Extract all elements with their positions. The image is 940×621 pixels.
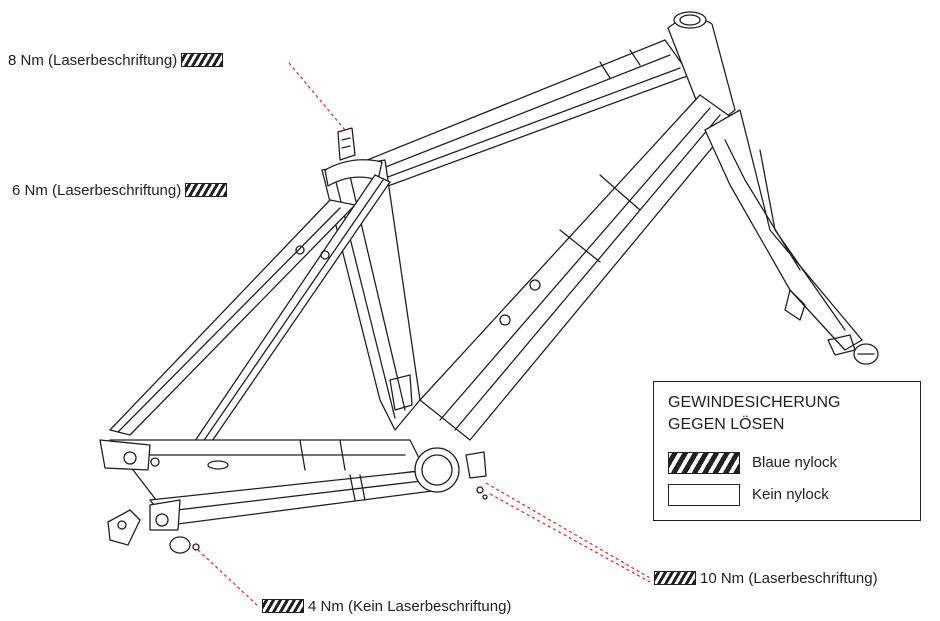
derailleur-hanger [107, 509, 141, 546]
legend-title-line1: GEWINDESICHERUNG [668, 394, 841, 411]
leader-derailleur-bolt [197, 549, 259, 607]
legend-blue-nylock-label: Blaue nylock [752, 454, 838, 471]
top-bolt-part [337, 127, 356, 161]
callout-seat-clamp: 6 Nm (Laserbeschriftung) [12, 182, 231, 200]
callout-bb-cover: 10 Nm (Laserbeschriftung) [650, 570, 878, 588]
bottom-bracket [414, 447, 460, 493]
chain-stays [109, 439, 441, 526]
legend-blank-swatch [668, 484, 740, 506]
callout-top-bolt-text: 8 Nm (Laserbeschriftung) [8, 52, 178, 69]
top-tube [329, 39, 691, 201]
callout-bb-cover-text: 10 Nm (Laserbeschriftung) [700, 570, 878, 587]
hatch-swatch [654, 571, 696, 585]
leader-bb-cover-2 [489, 493, 651, 583]
legend-hatch-swatch [668, 452, 740, 474]
callout-top-bolt: 8 Nm (Laserbeschriftung) [8, 52, 227, 70]
callout-seat-clamp-text: 6 Nm (Laserbeschriftung) [12, 182, 182, 199]
bb-cover-part [465, 451, 488, 500]
leader-bb-cover-1 [485, 482, 651, 579]
rear-dropouts [99, 439, 181, 531]
hatch-swatch [262, 599, 304, 613]
leader-top-bolt [288, 62, 346, 131]
hatch-swatch [181, 53, 224, 67]
callout-derailleur-bolt: 4 Nm (Kein Laserbeschriftung) [258, 598, 511, 616]
axle-cap-part [169, 536, 200, 554]
legend-title-line2: GEGEN LÖSEN [668, 416, 785, 433]
legend-title: GEWINDESICHERUNG GEGEN LÖSEN [668, 392, 840, 436]
callout-derailleur-bolt-text: 4 Nm (Kein Laserbeschriftung) [308, 598, 512, 615]
fork [704, 109, 879, 365]
legend-no-nylock-label: Kein nylock [752, 486, 829, 503]
legend-box: GEWINDESICHERUNG GEGEN LÖSEN Blaue nyloc… [653, 381, 921, 521]
down-tube [419, 94, 736, 441]
hatch-swatch [185, 183, 228, 197]
